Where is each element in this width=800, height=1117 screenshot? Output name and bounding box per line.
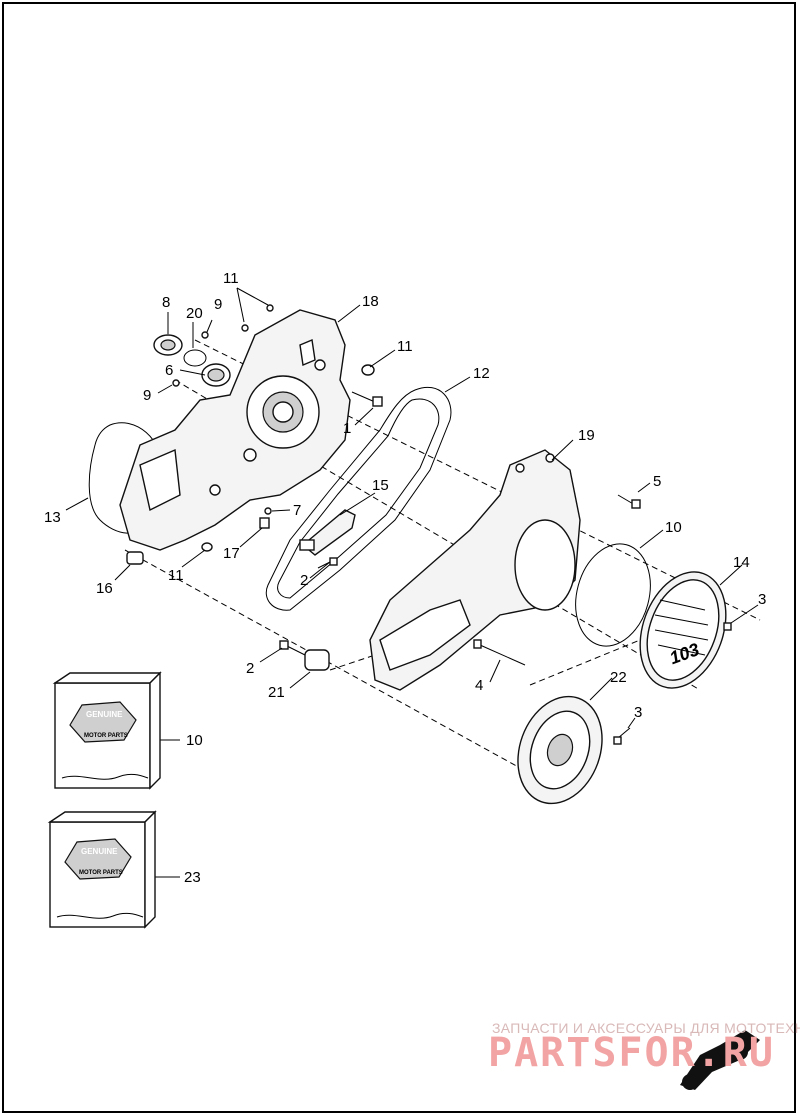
callout-14: 14	[733, 554, 750, 571]
callout-12: 12	[473, 365, 490, 382]
gasket-12	[265, 386, 452, 611]
o-ring-10	[575, 543, 651, 647]
callout-4: 4	[475, 677, 483, 694]
chain-adjuster-15	[299, 509, 356, 556]
callout-15: 15	[372, 477, 389, 494]
callout-8: 8	[162, 294, 170, 311]
derby-cover-22	[517, 695, 603, 805]
motorcycle-rider-icon	[680, 1030, 760, 1090]
package-23-subtitle: MOTOR PARTS	[79, 870, 123, 876]
callout-5: 5	[653, 473, 661, 490]
callout-19: 19	[578, 427, 595, 444]
callout-18: 18	[362, 293, 379, 310]
bolt-4	[473, 639, 526, 666]
callout-2a: 2	[300, 572, 308, 589]
callout-2b: 2	[246, 660, 254, 677]
seal-8	[153, 334, 183, 356]
watermark-brand: PARTSFOR.RU	[488, 1030, 775, 1076]
inner-primary-housing-18	[119, 309, 351, 551]
callout-10a: 10	[665, 519, 682, 536]
package-10: GENUINE MOTOR PARTS	[52, 671, 162, 790]
bolt-5	[617, 494, 641, 509]
package-10-subtitle: MOTOR PARTS	[84, 733, 128, 739]
callout-1: 1	[343, 420, 351, 437]
bushing-16	[126, 551, 144, 565]
callout-16: 16	[96, 580, 113, 597]
outer-primary-cover-19	[369, 449, 581, 691]
callout-6: 6	[165, 362, 173, 379]
callout-23: 23	[184, 869, 201, 886]
screw-3b	[613, 727, 631, 745]
package-10-brand: GENUINE	[86, 710, 123, 719]
callout-labels: 11 8 20 9 18 6 11 9 12 1 19 13 15 7 5 17…	[44, 270, 766, 886]
callout-17: 17	[223, 545, 240, 562]
callout-20: 20	[186, 305, 203, 322]
callout-3a: 3	[758, 591, 766, 608]
screw-3a	[723, 616, 741, 631]
callout-9b: 9	[143, 387, 151, 404]
callout-10b: 10	[186, 732, 203, 749]
callout-9a: 9	[214, 296, 222, 313]
package-23: GENUINE MOTOR PARTS	[47, 810, 157, 929]
callout-7: 7	[293, 502, 301, 519]
derby-cover-14: 103	[639, 571, 727, 689]
package-23-brand: GENUINE	[81, 847, 118, 856]
callout-11a: 11	[223, 270, 239, 287]
callout-21: 21	[268, 684, 285, 701]
bearing-6	[201, 363, 231, 387]
callout-11b: 11	[397, 338, 413, 355]
callout-11c: 11	[168, 567, 184, 584]
watermark-caption: ЗАПЧАСТИ И АКСЕССУАРЫ ДЛЯ МОТОТЕХНИКИ	[492, 1020, 800, 1036]
callout-22: 22	[610, 669, 627, 686]
callout-3b: 3	[634, 704, 642, 721]
fastener-7-17	[259, 507, 272, 529]
gasket-12-inner	[277, 398, 440, 599]
callout-13: 13	[44, 509, 61, 526]
spacer-21	[304, 649, 330, 671]
bolt-1	[351, 391, 383, 407]
bolt-2	[279, 640, 306, 656]
snap-ring-20	[183, 349, 207, 367]
dowel-pins	[172, 304, 375, 552]
